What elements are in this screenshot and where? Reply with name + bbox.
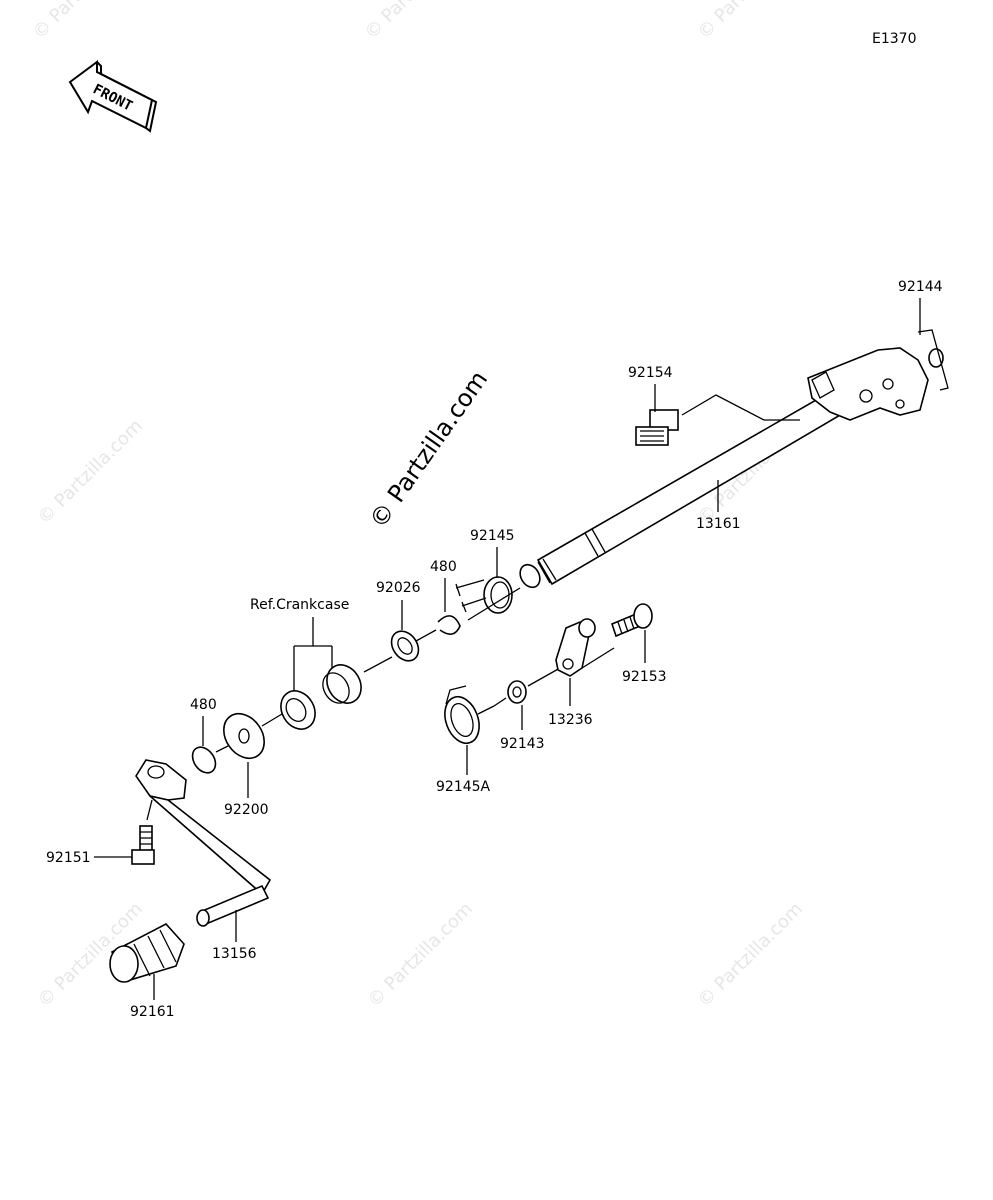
watermark-text: © Partzilla.com	[29, 0, 142, 44]
bolt-92153	[611, 603, 653, 638]
bolt-92154	[635, 409, 679, 446]
front-arrow-icon: FRONT	[68, 60, 158, 133]
shift-pedal	[135, 759, 272, 927]
watermark-text: © Partzilla.com	[694, 0, 807, 44]
label-92161: 92161	[130, 1004, 175, 1020]
shift-shaft	[519, 329, 949, 589]
label-13236: 13236	[548, 712, 593, 728]
label-92145: 92145	[470, 528, 515, 544]
bolt-92151	[131, 825, 155, 865]
center-watermark: © Partzilla.com	[364, 366, 493, 534]
washer-92200	[223, 712, 265, 760]
circlip-480-top	[437, 615, 461, 635]
label-92145A: 92145A	[436, 779, 491, 795]
lever-13236	[555, 618, 596, 677]
label-92151: 92151	[46, 850, 91, 866]
collar-92143	[507, 680, 527, 704]
watermark-text: © Partzilla.com	[34, 415, 147, 528]
label-13156: 13156	[212, 946, 257, 962]
label-92026: 92026	[376, 580, 421, 596]
bearing	[322, 664, 362, 704]
label-92200: 92200	[224, 802, 269, 818]
circlip-480-left	[191, 746, 217, 774]
diagram-code: E1370	[872, 31, 916, 47]
watermark-text: © Partzilla.com	[364, 898, 477, 1011]
oil-seal	[280, 690, 316, 730]
label-92153: 92153	[622, 669, 667, 685]
spring-92145	[455, 576, 513, 614]
spring-92145A	[444, 685, 495, 745]
washer-92026	[390, 630, 420, 662]
label-480-left: 480	[190, 697, 217, 713]
watermark-text: © Partzilla.com	[694, 898, 807, 1011]
ref-crankcase-label: Ref.Crankcase	[250, 597, 349, 613]
label-92144: 92144	[898, 279, 943, 295]
label-92143: 92143	[500, 736, 545, 752]
watermark-text: © Partzilla.com	[361, 0, 474, 44]
label-92154: 92154	[628, 365, 673, 381]
pedal-rubber-92161	[109, 923, 185, 983]
label-480-top: 480	[430, 559, 457, 575]
label-13161: 13161	[696, 516, 741, 532]
